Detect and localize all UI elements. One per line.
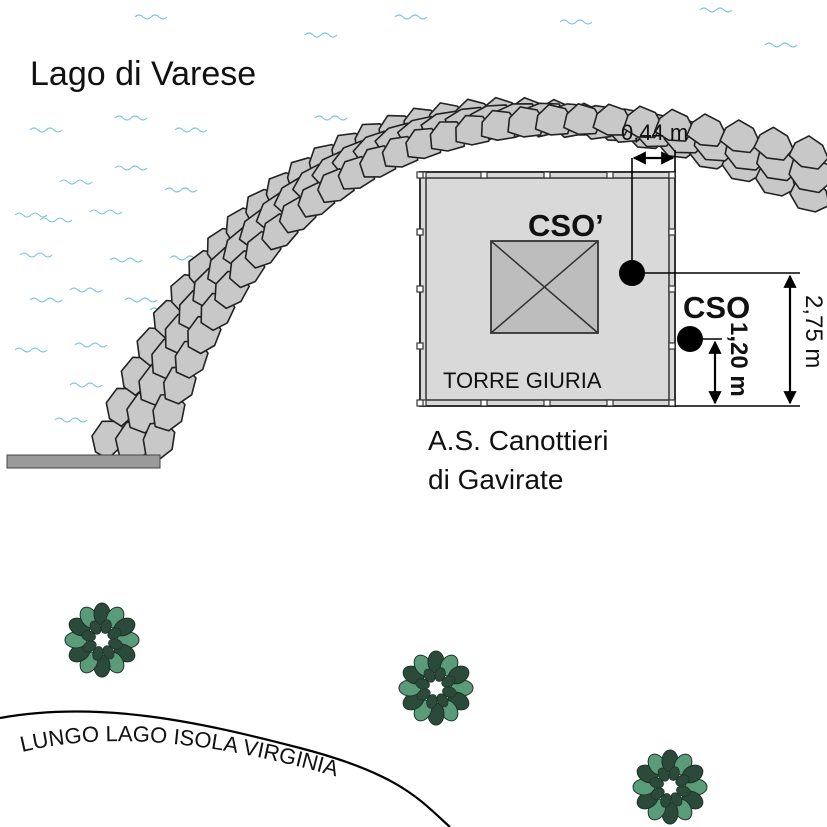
tower-label: TORRE GIURIA <box>443 368 602 393</box>
water-wave-icon <box>114 115 148 121</box>
stone <box>622 105 663 139</box>
stone <box>788 135 827 170</box>
water-wave-icon <box>39 217 73 223</box>
water-wave-icon <box>14 347 48 353</box>
water-wave-icon <box>29 297 63 303</box>
water-wave-icon <box>314 115 348 121</box>
tree-icon <box>398 650 474 726</box>
water-wave-icon <box>59 179 93 185</box>
trees <box>64 602 708 825</box>
stone <box>753 126 794 161</box>
road: LUNGO LAGO ISOLA VIRGINIA <box>0 710 451 827</box>
station-point-icon <box>619 260 645 286</box>
station-point-icon <box>677 326 703 352</box>
lake-label: Lago di Varese <box>30 55 256 93</box>
water-wave-icon <box>304 32 338 38</box>
stone <box>592 103 632 136</box>
cso-prime-label: CSO’ <box>528 208 604 243</box>
water-wave-icon <box>394 14 428 20</box>
water-wave-icon <box>109 257 143 263</box>
water-wave-icon <box>29 127 63 133</box>
tree-icon <box>632 749 708 825</box>
water-wave-icon <box>174 127 208 133</box>
road-label: LUNGO LAGO ISOLA VIRGINIA <box>18 721 342 781</box>
dim-mid-label: 1,20 m <box>725 322 752 397</box>
water-wave-icon <box>89 209 123 215</box>
club-label-line1: A.S. Canottieri <box>428 425 609 456</box>
water-wave-icon <box>559 19 593 25</box>
lake-water <box>14 7 798 433</box>
stone <box>653 108 695 142</box>
tower-studs <box>416 171 676 407</box>
water-wave-icon <box>164 187 198 193</box>
stone-breakwater <box>91 96 827 463</box>
water-wave-icon <box>69 287 103 293</box>
cso-label: CSO <box>683 290 750 325</box>
water-wave-icon <box>124 297 158 303</box>
club-label-line2: di Gavirate <box>428 464 563 495</box>
road-edge <box>0 710 451 827</box>
water-wave-icon <box>14 212 48 218</box>
tower-giuria: TORRE GIURIA <box>416 171 676 407</box>
water-wave-icon <box>114 165 148 171</box>
water-wave-icon <box>134 14 168 20</box>
stone <box>719 119 760 154</box>
tree-icon <box>64 602 140 678</box>
water-wave-icon <box>19 252 53 258</box>
water-wave-icon <box>699 7 733 13</box>
dimension-arrow-icon <box>632 150 800 407</box>
water-wave-icon <box>74 342 108 348</box>
stone <box>686 113 727 147</box>
stone <box>563 103 603 136</box>
water-wave-icon <box>54 417 88 423</box>
dim-right-label: 2,75 m <box>800 295 827 368</box>
dim-top-label: 0,44 m <box>621 120 688 145</box>
water-wave-icon <box>69 382 103 388</box>
water-wave-icon <box>764 42 798 48</box>
pier-base <box>6 454 161 469</box>
